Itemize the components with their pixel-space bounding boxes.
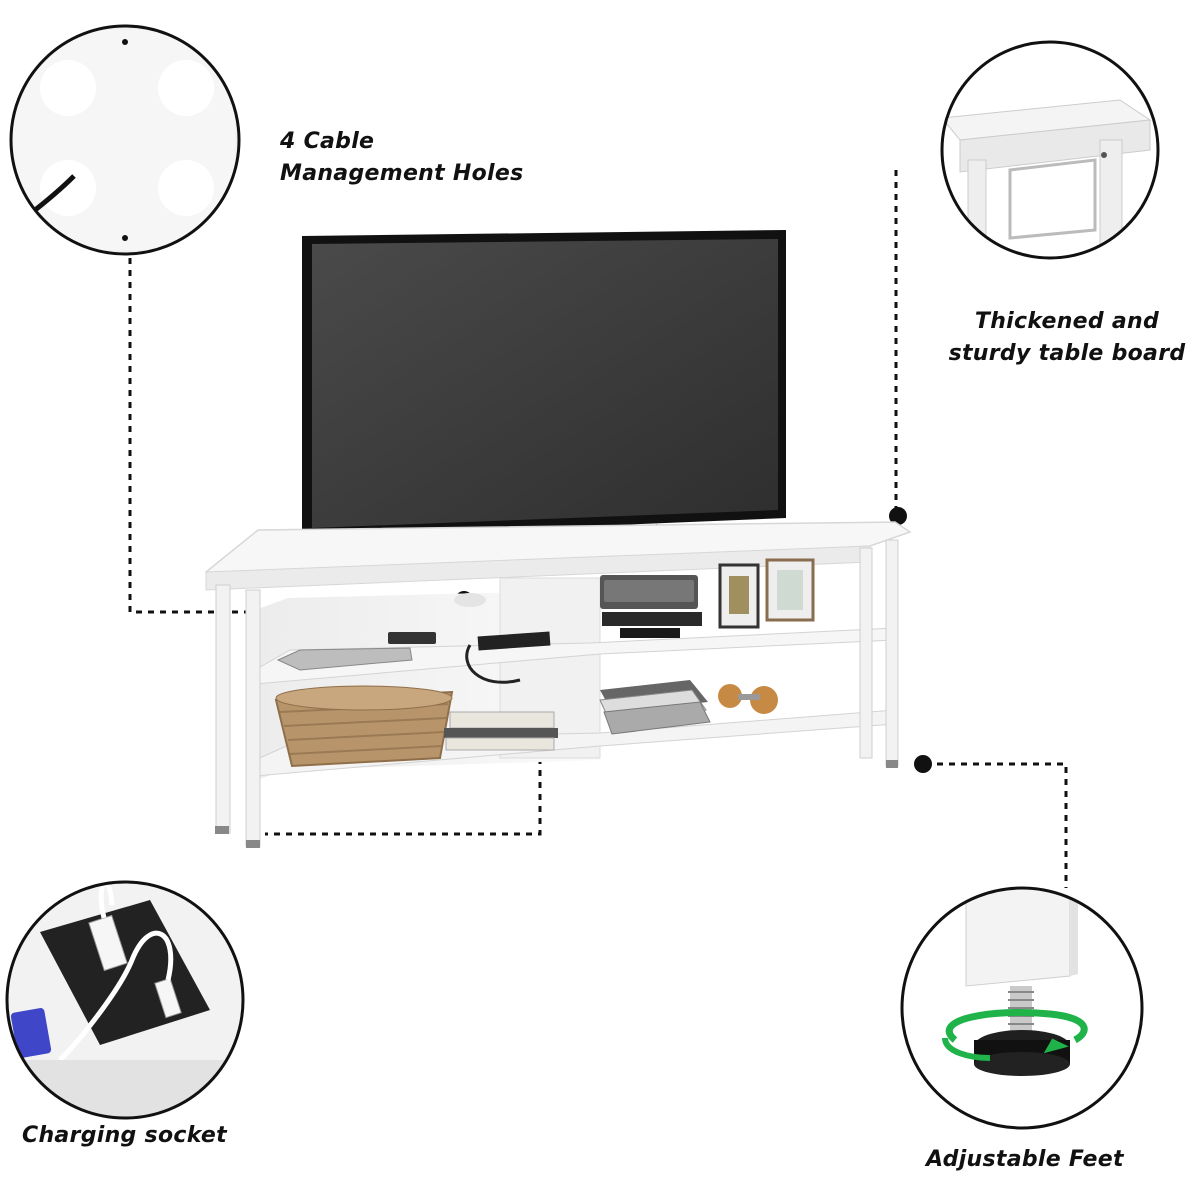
callout-dot-board: [889, 507, 907, 525]
label-adjustable-feet: Adjustable Feet: [926, 1144, 1124, 1176]
rotation-arrow-icon: [945, 1008, 1088, 1044]
charging-socket-circle: [5, 880, 245, 1120]
label-charging-socket: Charging socket: [22, 1120, 227, 1152]
label-cable-line-1: 4 Cable: [280, 129, 375, 154]
cable-hole-circle: [9, 24, 241, 256]
callout-line-feet: [925, 762, 1068, 888]
table-board-circle: [940, 40, 1160, 260]
television: [302, 230, 786, 555]
power-strip: [465, 631, 551, 684]
label-cable-management-holes: 4 Cable Management Holes: [280, 126, 523, 190]
callout-dot-feet: [914, 755, 932, 773]
label-board-line-2: sturdy table board: [948, 341, 1186, 366]
label-table-board: Thickened and sturdy table board: [942, 306, 1192, 370]
tv-stand: [205, 521, 912, 848]
label-board-line-1: Thickened and: [974, 309, 1160, 334]
label-socket-text: Charging socket: [22, 1123, 227, 1148]
callout-line-cable: [128, 258, 460, 614]
label-cable-line-2: Management Holes: [280, 161, 524, 186]
adjustable-foot-circle: [900, 886, 1144, 1130]
basket: [274, 685, 454, 768]
label-feet-text: Adjustable Feet: [926, 1147, 1124, 1172]
